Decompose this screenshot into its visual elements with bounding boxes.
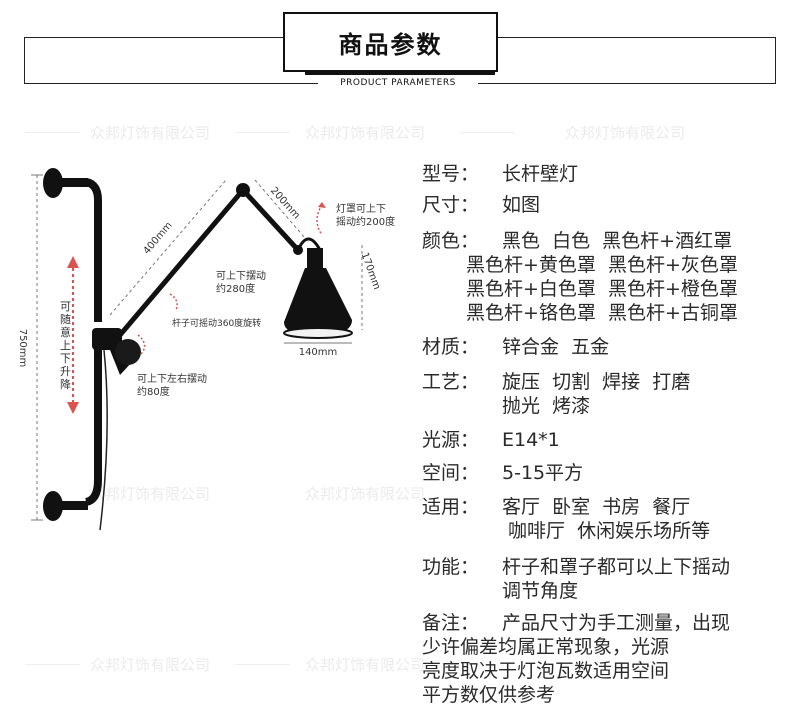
param-value: 长杆壁灯 (502, 163, 579, 185)
param-usage: 适用： 客厅 卧室 书房 餐厅 (422, 496, 690, 519)
watermark-text: 众邦灯饰有限公司 (565, 124, 686, 142)
param-value: 如图 (502, 194, 541, 216)
param-value: 客厅 卧室 书房 餐厅 (502, 496, 691, 518)
watermark-text: 众邦灯饰有限公司 (305, 656, 426, 674)
lower-arm-dimension: 400mm (141, 220, 174, 257)
param-color-line: 黑色杆+铬色罩 黑色杆+古铜罩 (466, 302, 738, 325)
power-cable (99, 349, 108, 531)
param-label: 功能： (422, 556, 480, 578)
param-remark-line: 亮度取决于灯泡瓦数适用空间 (422, 660, 669, 683)
vertical-rod-lower (84, 346, 102, 506)
vertical-rod (85, 178, 102, 322)
param-label: 工艺： (422, 371, 480, 393)
arm-rotate-arrow (169, 293, 178, 311)
shade-width-dimension: 140mm (299, 347, 338, 358)
height-note: 可随意上下升降 (60, 300, 71, 391)
param-label: 型号： (422, 163, 480, 185)
param-value: 咖啡厅 休闲娱乐场所等 (502, 520, 711, 542)
param-remark-line: 少许偏差均属正常现象，光源 (422, 636, 669, 659)
page-title: 商品参数 (283, 12, 498, 72)
param-value: 产品尺寸为手工测量，出现 (502, 612, 731, 634)
param-color-line: 黑色杆+白色罩 黑色杆+橙色罩 (466, 278, 738, 301)
height-dimension: 750mm (17, 329, 28, 368)
param-size: 尺寸： 如图 (422, 194, 540, 217)
rod-rotate-note: 杆子可摇动360度旋转 (172, 317, 261, 329)
param-value: 黑色杆+黄色罩 黑色杆+灰色罩 (466, 254, 738, 276)
param-value: 少许偏差均属正常现象，光源 (422, 636, 670, 658)
upper-arm (241, 188, 300, 252)
shade-swing-note: 灯罩可上下摇动约200度 (336, 203, 395, 228)
param-light: 光源： E14*1 (422, 429, 560, 452)
param-remark-line: 平方数仅供参考 (422, 684, 555, 707)
bottom-wall-mount (43, 491, 88, 521)
param-value: E14*1 (502, 429, 560, 451)
param-color: 颜色： 黑色 白色 黑色杆+酒红罩 (422, 230, 732, 253)
watermark-text: 众邦灯饰有限公司 (90, 656, 211, 674)
top-wall-mount (43, 168, 88, 198)
param-usage-line: 咖啡厅 休闲娱乐场所等 (502, 520, 710, 543)
param-label: 适用： (422, 496, 480, 518)
page-subtitle: PRODUCT PARAMETERS (340, 78, 456, 88)
param-craft: 工艺： 旋压 切割 焊接 打磨 (422, 371, 690, 394)
param-value: 调节角度 (502, 580, 579, 602)
param-value: 亮度取决于灯泡瓦数适用空间 (422, 660, 670, 682)
param-label: 光源： (422, 429, 480, 451)
lamp-diagram: 750mm 可随意上下升降 400mm 200mm 170mm 140mm 灯罩… (17, 168, 395, 531)
param-label: 备注： (422, 612, 480, 634)
param-value: 5-15平方 (502, 462, 584, 484)
arm-base-joint (92, 328, 141, 375)
height-adjust-arrow (67, 256, 79, 414)
upper-arm-dimension: 200mm (268, 185, 302, 221)
watermark-text: 众邦灯饰有限公司 (305, 124, 426, 142)
param-color-line: 黑色杆+黄色罩 黑色杆+灰色罩 (466, 254, 738, 277)
param-label: 尺寸： (422, 194, 480, 216)
param-value: 旋压 切割 焊接 打磨 (502, 371, 691, 393)
base-swing-note: 可上下左右摆动约80度 (137, 372, 207, 398)
lamp-shade (283, 237, 353, 339)
param-remark: 备注： 产品尺寸为手工测量，出现 (422, 612, 730, 635)
watermark-text: 众邦灯饰有限公司 (90, 124, 211, 142)
param-value: 黑色杆+铬色罩 黑色杆+古铜罩 (466, 302, 738, 324)
watermark-text: 众邦灯饰有限公司 (305, 485, 426, 503)
param-value: 抛光 烤漆 (502, 395, 591, 417)
param-label: 空间： (422, 462, 480, 484)
param-label: 颜色： (422, 230, 480, 252)
param-value: 平方数仅供参考 (422, 684, 556, 706)
param-value: 黑色杆+白色罩 黑色杆+橙色罩 (466, 278, 738, 300)
param-value: 杆子和罩子都可以上下摇动 (502, 556, 731, 578)
watermark-text: 众邦灯饰有限公司 (90, 485, 211, 503)
param-value: 锌合金 五金 (502, 336, 610, 358)
base-rotate-arrow (137, 334, 146, 356)
arm-swing-note: 可上下摆动约280度 (216, 269, 266, 295)
param-space: 空间： 5-15平方 (422, 462, 583, 485)
param-function-line: 调节角度 (502, 580, 578, 603)
title-underline (305, 70, 495, 75)
param-material: 材质： 锌合金 五金 (422, 336, 609, 359)
param-label: 材质： (422, 336, 480, 358)
lower-arm (118, 188, 245, 337)
param-value: 黑色 白色 黑色杆+酒红罩 (502, 230, 733, 252)
param-craft-line: 抛光 烤漆 (502, 395, 590, 418)
shade-rotate-arrow (316, 204, 323, 236)
param-function: 功能： 杆子和罩子都可以上下摇动 (422, 556, 730, 579)
param-model: 型号： 长杆壁灯 (422, 163, 578, 186)
